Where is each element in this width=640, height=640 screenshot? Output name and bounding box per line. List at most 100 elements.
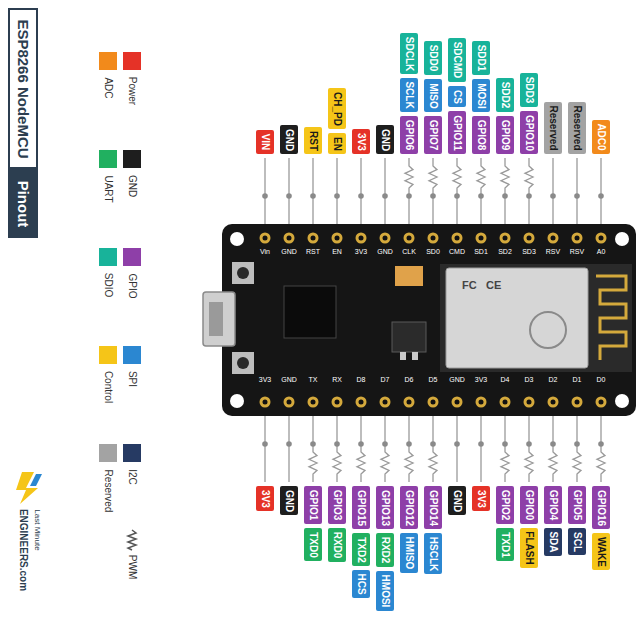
mounting-hole <box>615 232 629 246</box>
pin-label-text: GPIO14 <box>428 489 438 525</box>
header-pad <box>500 233 511 244</box>
pin-label-text: SDA <box>548 531 558 552</box>
header-pad <box>380 397 391 408</box>
legend-text: UART <box>103 175 113 202</box>
legend-text-box: Control <box>100 370 116 404</box>
header-hole <box>527 400 532 405</box>
legend-text-box: SDIO <box>100 272 116 298</box>
header-hole <box>479 236 484 241</box>
pin-label-text: GPIO3 <box>332 490 342 521</box>
leader-line <box>384 158 385 224</box>
pin-label: GPIO10 <box>520 111 538 154</box>
pin-label-text: VIN <box>260 134 270 151</box>
logo-text: ENGINEERS.com <box>18 509 28 591</box>
silkscreen-pin-name: EN <box>325 248 349 255</box>
legend-text-box: SPI <box>124 370 140 388</box>
pin-label-text: SDCLK <box>404 36 414 70</box>
header-pad <box>260 233 271 244</box>
leader-dot <box>478 193 484 199</box>
pin-label: 3V3 <box>472 486 490 511</box>
leader-dot <box>262 441 268 447</box>
header-hole <box>335 236 340 241</box>
silkscreen-pin-name: TX <box>301 376 325 383</box>
pin-label-text: SCL <box>572 532 582 552</box>
usb-opening <box>209 302 223 336</box>
silkscreen-pin-name: D1 <box>565 376 589 383</box>
pin-label-text: GND <box>284 128 294 150</box>
leader-line <box>525 158 533 224</box>
pin-label-text: GPIO1 <box>308 490 318 521</box>
header-hole <box>287 400 292 405</box>
leader-dot <box>262 193 268 199</box>
leader-dot <box>358 193 364 199</box>
legend-text-box: Power <box>124 76 140 106</box>
header-pad <box>524 397 535 408</box>
regulator-leg <box>412 352 418 360</box>
logo-text: Last Minute <box>33 509 41 550</box>
silkscreen-pin-name: 3V3 <box>253 376 277 383</box>
pin-label: TXD0 <box>304 528 322 561</box>
pin-label: SCL <box>568 528 586 555</box>
usb-uart-chip <box>284 286 336 338</box>
header-pad <box>332 233 343 244</box>
silkscreen-pin-name: D8 <box>349 376 373 383</box>
title-tag-box: Pinout <box>8 169 38 238</box>
pin-label-text: GND <box>452 489 462 511</box>
leader-line <box>549 416 557 482</box>
board-pcb <box>222 224 636 416</box>
pin-label-text: GPIO13 <box>380 489 390 525</box>
legend-swatch <box>123 346 141 364</box>
header-pad <box>356 233 367 244</box>
header-hole <box>599 400 604 405</box>
pin-label: GPIO13 <box>376 486 394 529</box>
pin-label-text: 3V3 <box>476 490 486 508</box>
pin-label: GPIO2 <box>496 486 514 524</box>
leader-dot <box>526 193 532 199</box>
header-hole <box>575 400 580 405</box>
pin-label: WAKE <box>592 533 610 570</box>
header-pad <box>380 233 391 244</box>
leader-line <box>312 158 313 224</box>
leader-dot <box>382 441 388 447</box>
pin-label-text: WAKE <box>596 537 606 567</box>
silkscreen-pin-name: D7 <box>373 376 397 383</box>
pin-label: GPIO1 <box>304 486 322 524</box>
silkscreen-pin-name: A0 <box>589 248 613 255</box>
silkscreen-pin-name: GND <box>445 376 469 383</box>
pcb-antenna <box>596 276 626 360</box>
pin-label: HSCLK <box>424 533 442 574</box>
mounting-hole <box>230 394 244 408</box>
leader-line <box>429 158 437 224</box>
header-hole <box>527 236 532 241</box>
header-hole <box>407 236 412 241</box>
header-pad <box>596 233 607 244</box>
leader-line <box>456 416 457 482</box>
pin-label: SCLK <box>400 78 418 112</box>
leader-line <box>357 416 365 482</box>
leader-line <box>453 158 461 224</box>
silkscreen-pin-name: D3 <box>517 376 541 383</box>
legend-swatch <box>123 150 141 168</box>
header-hole <box>311 236 316 241</box>
pin-label-text: GND <box>284 489 294 511</box>
pin-label: GPIO8 <box>472 116 490 154</box>
pin-label-text: Reserved <box>548 105 558 150</box>
regulator-leg <box>400 352 406 360</box>
leader-line <box>600 158 601 224</box>
pin-label: MOSI <box>472 79 490 112</box>
leader-dot <box>574 441 580 447</box>
silkscreen-pin-name: RX <box>325 376 349 383</box>
leader-line <box>405 416 413 482</box>
pin-label-text: SDD3 <box>524 77 534 104</box>
legend-swatch <box>123 52 141 70</box>
legend-text: GPIO <box>127 273 137 298</box>
pin-label: TXD2 <box>352 533 370 566</box>
pin-label: Reserved <box>544 102 562 154</box>
header-pad <box>428 397 439 408</box>
header-hole <box>503 400 508 405</box>
pin-label-text: RXD2 <box>380 537 390 564</box>
legend-text-box: PWM <box>124 554 140 580</box>
leader-dot <box>598 193 604 199</box>
pin-label-text: GPIO8 <box>476 120 486 151</box>
header-pad <box>596 397 607 408</box>
